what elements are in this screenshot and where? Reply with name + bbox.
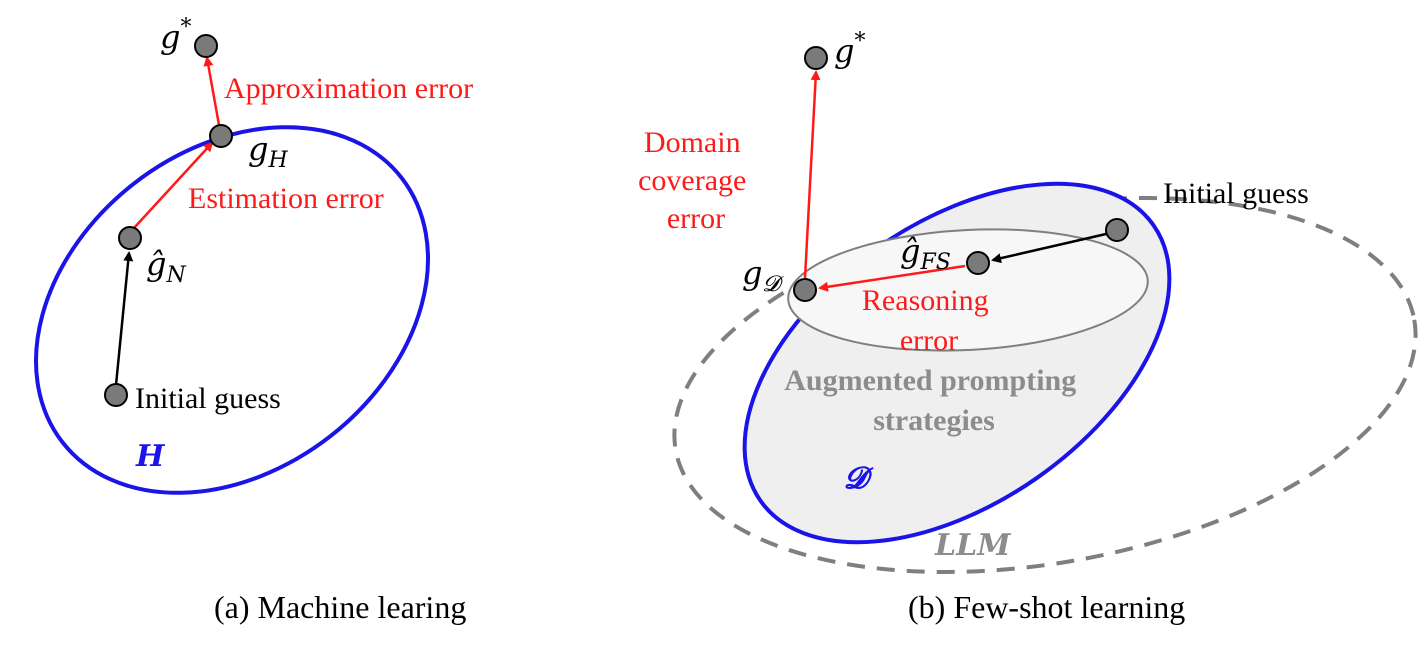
g-star-node-a: [194, 34, 218, 58]
initial-guess-node-a: [104, 383, 128, 407]
g-hat-n-node: [118, 226, 142, 250]
reasoning-error-label: Reasoning error: [862, 284, 996, 357]
learning-arrow: [114, 251, 134, 386]
caption-a: (a) Machine learing: [214, 589, 466, 625]
g-d-node: [793, 278, 817, 302]
hypothesis-space-label: H: [135, 439, 166, 474]
initial-guess-node-b: [1105, 218, 1129, 242]
g-hat-fs-node: [966, 251, 990, 275]
prompting-arrow: [991, 232, 1107, 264]
llm-dashed-ellipse: [672, 196, 1418, 574]
estimation-error-arrow: [133, 141, 214, 229]
initial-guess-label-b: Initial guess: [1163, 177, 1309, 210]
reasoning-error-arrow: [818, 264, 966, 292]
estimation-error-label: Estimation error: [188, 182, 384, 215]
caption-b: (b) Few-shot learning: [908, 589, 1185, 625]
g-star-label-b: g*: [834, 29, 865, 70]
approximation-error-arrow: [203, 56, 221, 126]
g-h-label: gH: [248, 130, 288, 173]
g-star-node-b: [804, 46, 828, 70]
g-h-node: [209, 124, 233, 148]
g-hat-fs-label: ĝFS: [900, 232, 951, 275]
g-star-label-a: g*: [160, 15, 191, 56]
g-d-label: g𝓓: [742, 254, 784, 297]
prompting-strategies-label: Augmented prompting strategies: [784, 364, 1083, 437]
llm-label: LLM: [934, 528, 1011, 563]
panel-a: g* gH ĝN Initial guess Approximation err…: [34, 15, 473, 625]
initial-guess-label-a: Initial guess: [135, 382, 281, 415]
prompting-strategies-ellipse: [787, 228, 1149, 352]
approximation-error-label: Approximation error: [224, 72, 473, 105]
domain-coverage-error-arrow: [803, 70, 821, 279]
panel-b: g* g𝓓 ĝFS Initial guess Domain coverage …: [638, 29, 1418, 625]
domain-coverage-error-label: Domain coverage error: [638, 126, 754, 235]
hypothesis-space-ellipse: [34, 125, 430, 495]
g-hat-n-label: ĝN: [146, 245, 186, 288]
